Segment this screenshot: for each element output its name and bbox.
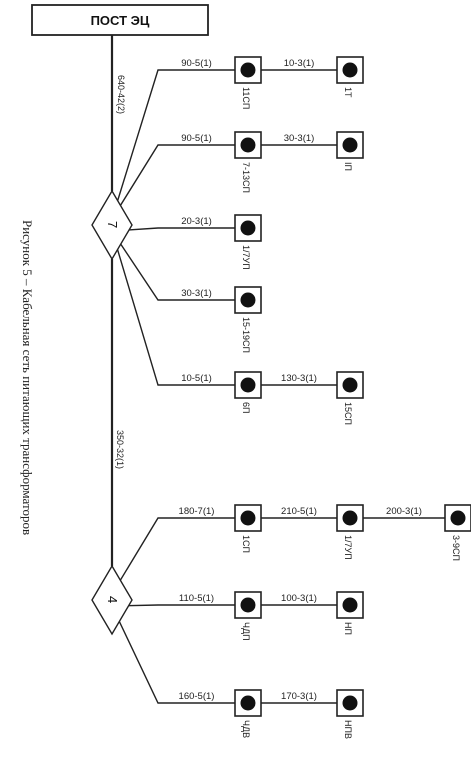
cable-label: 20-3(1) <box>181 216 212 227</box>
trunk-cable-upper: 640-42(2) <box>116 75 126 114</box>
equipment-node: 15-19СП <box>234 286 262 353</box>
equipment-node: ЧДВ <box>234 689 262 738</box>
node-label: 11СП <box>241 87 251 109</box>
node-box <box>336 131 364 159</box>
node-label: 1/7УП <box>343 535 353 560</box>
cable-label: 10-5(1) <box>181 373 212 384</box>
equipment-node: 11СП <box>234 56 262 109</box>
node-box <box>234 286 262 314</box>
branch-cable-line <box>111 69 235 220</box>
equipment-node: 1СП <box>234 504 262 553</box>
equipment-node: 1/7УП <box>336 504 364 560</box>
node-dot-icon <box>240 220 256 236</box>
cable-label: 10-3(1) <box>284 58 315 69</box>
node-dot-icon <box>342 62 358 78</box>
branch-cable-line <box>111 605 235 704</box>
node-dot-icon <box>240 597 256 613</box>
node-label: 6П <box>241 402 251 413</box>
node-dot-icon <box>240 695 256 711</box>
node-dot-icon <box>240 137 256 153</box>
post-ets-label: ПОСТ ЭЦ <box>91 13 150 28</box>
trunk-cable-lower: 350-32(1) <box>115 430 125 469</box>
node-box <box>234 214 262 242</box>
cable-label: 160-5(1) <box>179 691 215 702</box>
cable-label: 210-5(1) <box>281 506 317 517</box>
node-dot-icon <box>342 510 358 526</box>
equipment-node: НПВ <box>336 689 364 739</box>
branch-cable-line <box>111 604 235 607</box>
node-label: НП <box>343 622 353 635</box>
cable-label: 30-3(1) <box>284 133 315 144</box>
node-label: 1СП <box>241 535 251 553</box>
node-label: 15-19СП <box>241 317 251 353</box>
cable-label: 200-3(1) <box>386 506 422 517</box>
junction-diamond <box>91 189 133 261</box>
cable-label: 180-7(1) <box>179 506 215 517</box>
cable-label: 90-5(1) <box>181 133 212 144</box>
node-dot-icon <box>240 292 256 308</box>
equipment-node: IП <box>336 131 364 171</box>
branch-cable-line <box>111 144 235 220</box>
node-dot-icon <box>342 597 358 613</box>
node-label: 1/7УП <box>241 245 251 270</box>
node-label: 15СП <box>343 402 353 425</box>
branch-cable-line <box>111 230 235 301</box>
equipment-node: ЧДП <box>234 591 262 641</box>
node-dot-icon <box>450 510 466 526</box>
equipment-node: 7-13СП <box>234 131 262 193</box>
node-dot-icon <box>342 377 358 393</box>
cable-label: 90-5(1) <box>181 58 212 69</box>
equipment-node: 3-9СП <box>444 504 471 561</box>
cable-label: 100-3(1) <box>281 593 317 604</box>
node-dot-icon <box>342 695 358 711</box>
equipment-node: 1Т <box>336 56 364 98</box>
node-label: НПВ <box>343 720 353 739</box>
cable-label: 30-3(1) <box>181 288 212 299</box>
junction-label: 7 <box>105 221 120 228</box>
node-dot-icon <box>240 62 256 78</box>
junction-box: 7 <box>91 189 133 261</box>
node-dot-icon <box>342 137 358 153</box>
equipment-node: 6П <box>234 371 262 413</box>
post-ets-box: ПОСТ ЭЦ <box>31 4 209 36</box>
node-label: ЧДП <box>241 622 251 641</box>
junction-box: 4 <box>91 564 133 636</box>
node-label: ЧДВ <box>241 720 251 738</box>
junction-diamond <box>91 564 133 636</box>
node-label: 1Т <box>343 87 353 98</box>
equipment-node: НП <box>336 591 364 635</box>
cable-label: 110-5(1) <box>179 593 214 604</box>
branch-cable-line <box>111 230 235 386</box>
node-box <box>336 504 364 532</box>
cable-label: 130-3(1) <box>281 373 317 384</box>
branch-cable-line <box>111 517 235 595</box>
node-label: 3-9СП <box>451 535 461 561</box>
node-dot-icon <box>240 510 256 526</box>
cable-label: 170-3(1) <box>281 691 317 702</box>
figure-caption: Рисунок 5 – Кабельная сеть питающих тран… <box>20 220 35 535</box>
equipment-node: 1/7УП <box>234 214 262 270</box>
node-label: 7-13СП <box>241 162 251 193</box>
equipment-node: 15СП <box>336 371 364 425</box>
node-label: IП <box>343 162 353 171</box>
node-dot-icon <box>240 377 256 393</box>
junction-label: 4 <box>105 596 120 603</box>
